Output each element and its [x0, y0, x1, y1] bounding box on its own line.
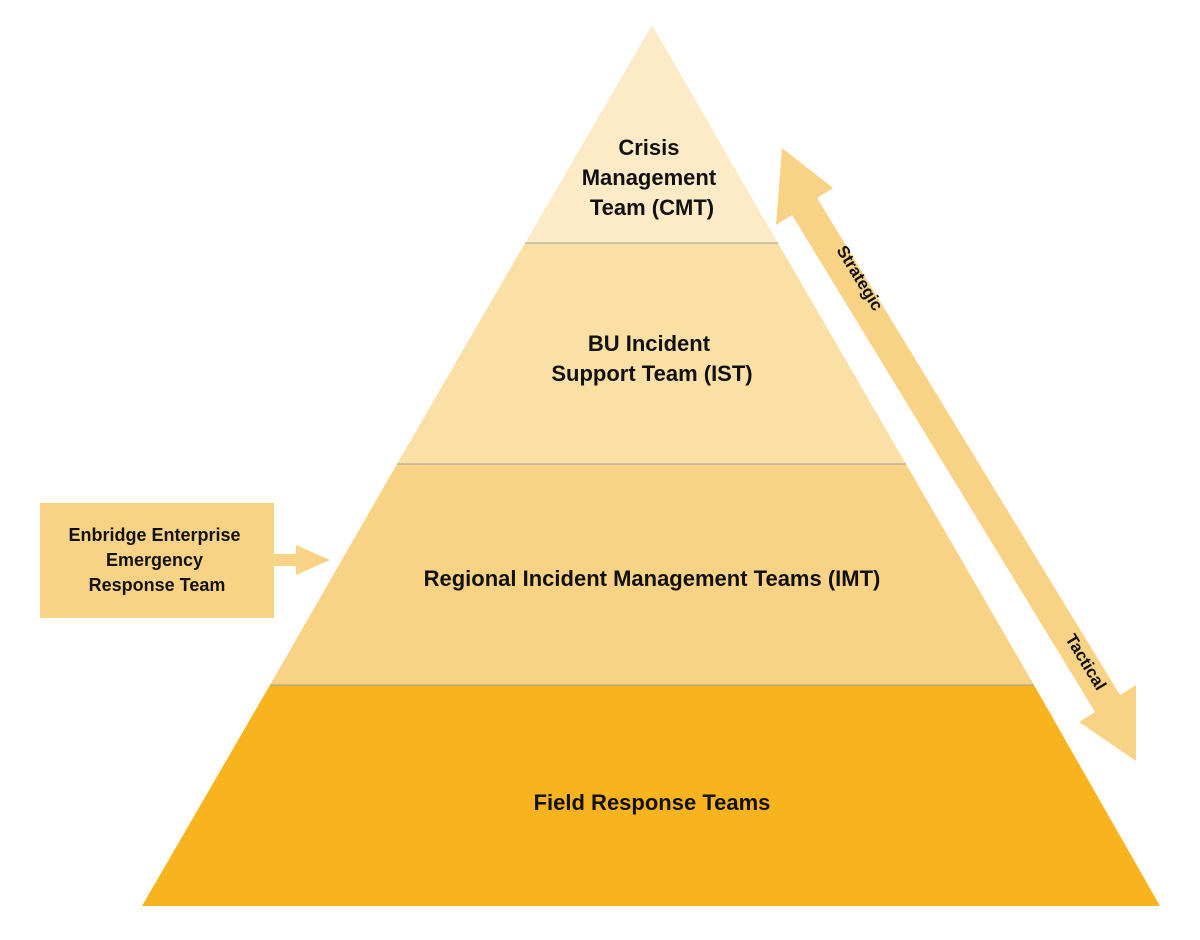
- tier-regional-incident-management-teams-shape: [270, 464, 1034, 685]
- enterprise-response-team-box-shape: [40, 503, 274, 618]
- tier-label-line: Support Team (IST): [551, 361, 752, 386]
- side-label-line: Emergency: [106, 550, 203, 570]
- enterprise-response-team-box: Enbridge Enterprise Emergency Response T…: [40, 503, 330, 618]
- tier-label-line: Team (CMT): [590, 195, 714, 220]
- tier-label-line: BU Incident: [588, 331, 711, 356]
- side-label-line: Response Team: [89, 575, 226, 595]
- double-arrow-icon: [776, 148, 1136, 761]
- tier-crisis-management-team-label: Crisis Management Team (CMT): [582, 135, 723, 220]
- tier-labels: Crisis Management Team (CMT) BU Incident…: [424, 135, 881, 815]
- tier-field-response-teams-label: Field Response Teams: [534, 790, 771, 815]
- tier-crisis-management-team-shape: [525, 25, 778, 243]
- tier-regional-incident-management-teams-label: Regional Incident Management Teams (IMT): [424, 566, 881, 591]
- tier-label-line: Crisis: [618, 135, 679, 160]
- tier-bu-incident-support-team-label: BU Incident Support Team (IST): [551, 331, 752, 386]
- tier-label-line: Regional Incident Management Teams (IMT): [424, 566, 881, 591]
- tier-field-response-teams-shape: [142, 685, 1160, 906]
- tier-label-line: Field Response Teams: [534, 790, 771, 815]
- tier-label-line: Management: [582, 165, 717, 190]
- enterprise-response-team-label: Enbridge Enterprise Emergency Response T…: [68, 525, 245, 595]
- tier-bu-incident-support-team-shape: [397, 243, 906, 464]
- pyramid: [142, 25, 1160, 906]
- side-label-line: Enbridge Enterprise: [68, 525, 240, 545]
- right-arrow-icon: [274, 545, 330, 575]
